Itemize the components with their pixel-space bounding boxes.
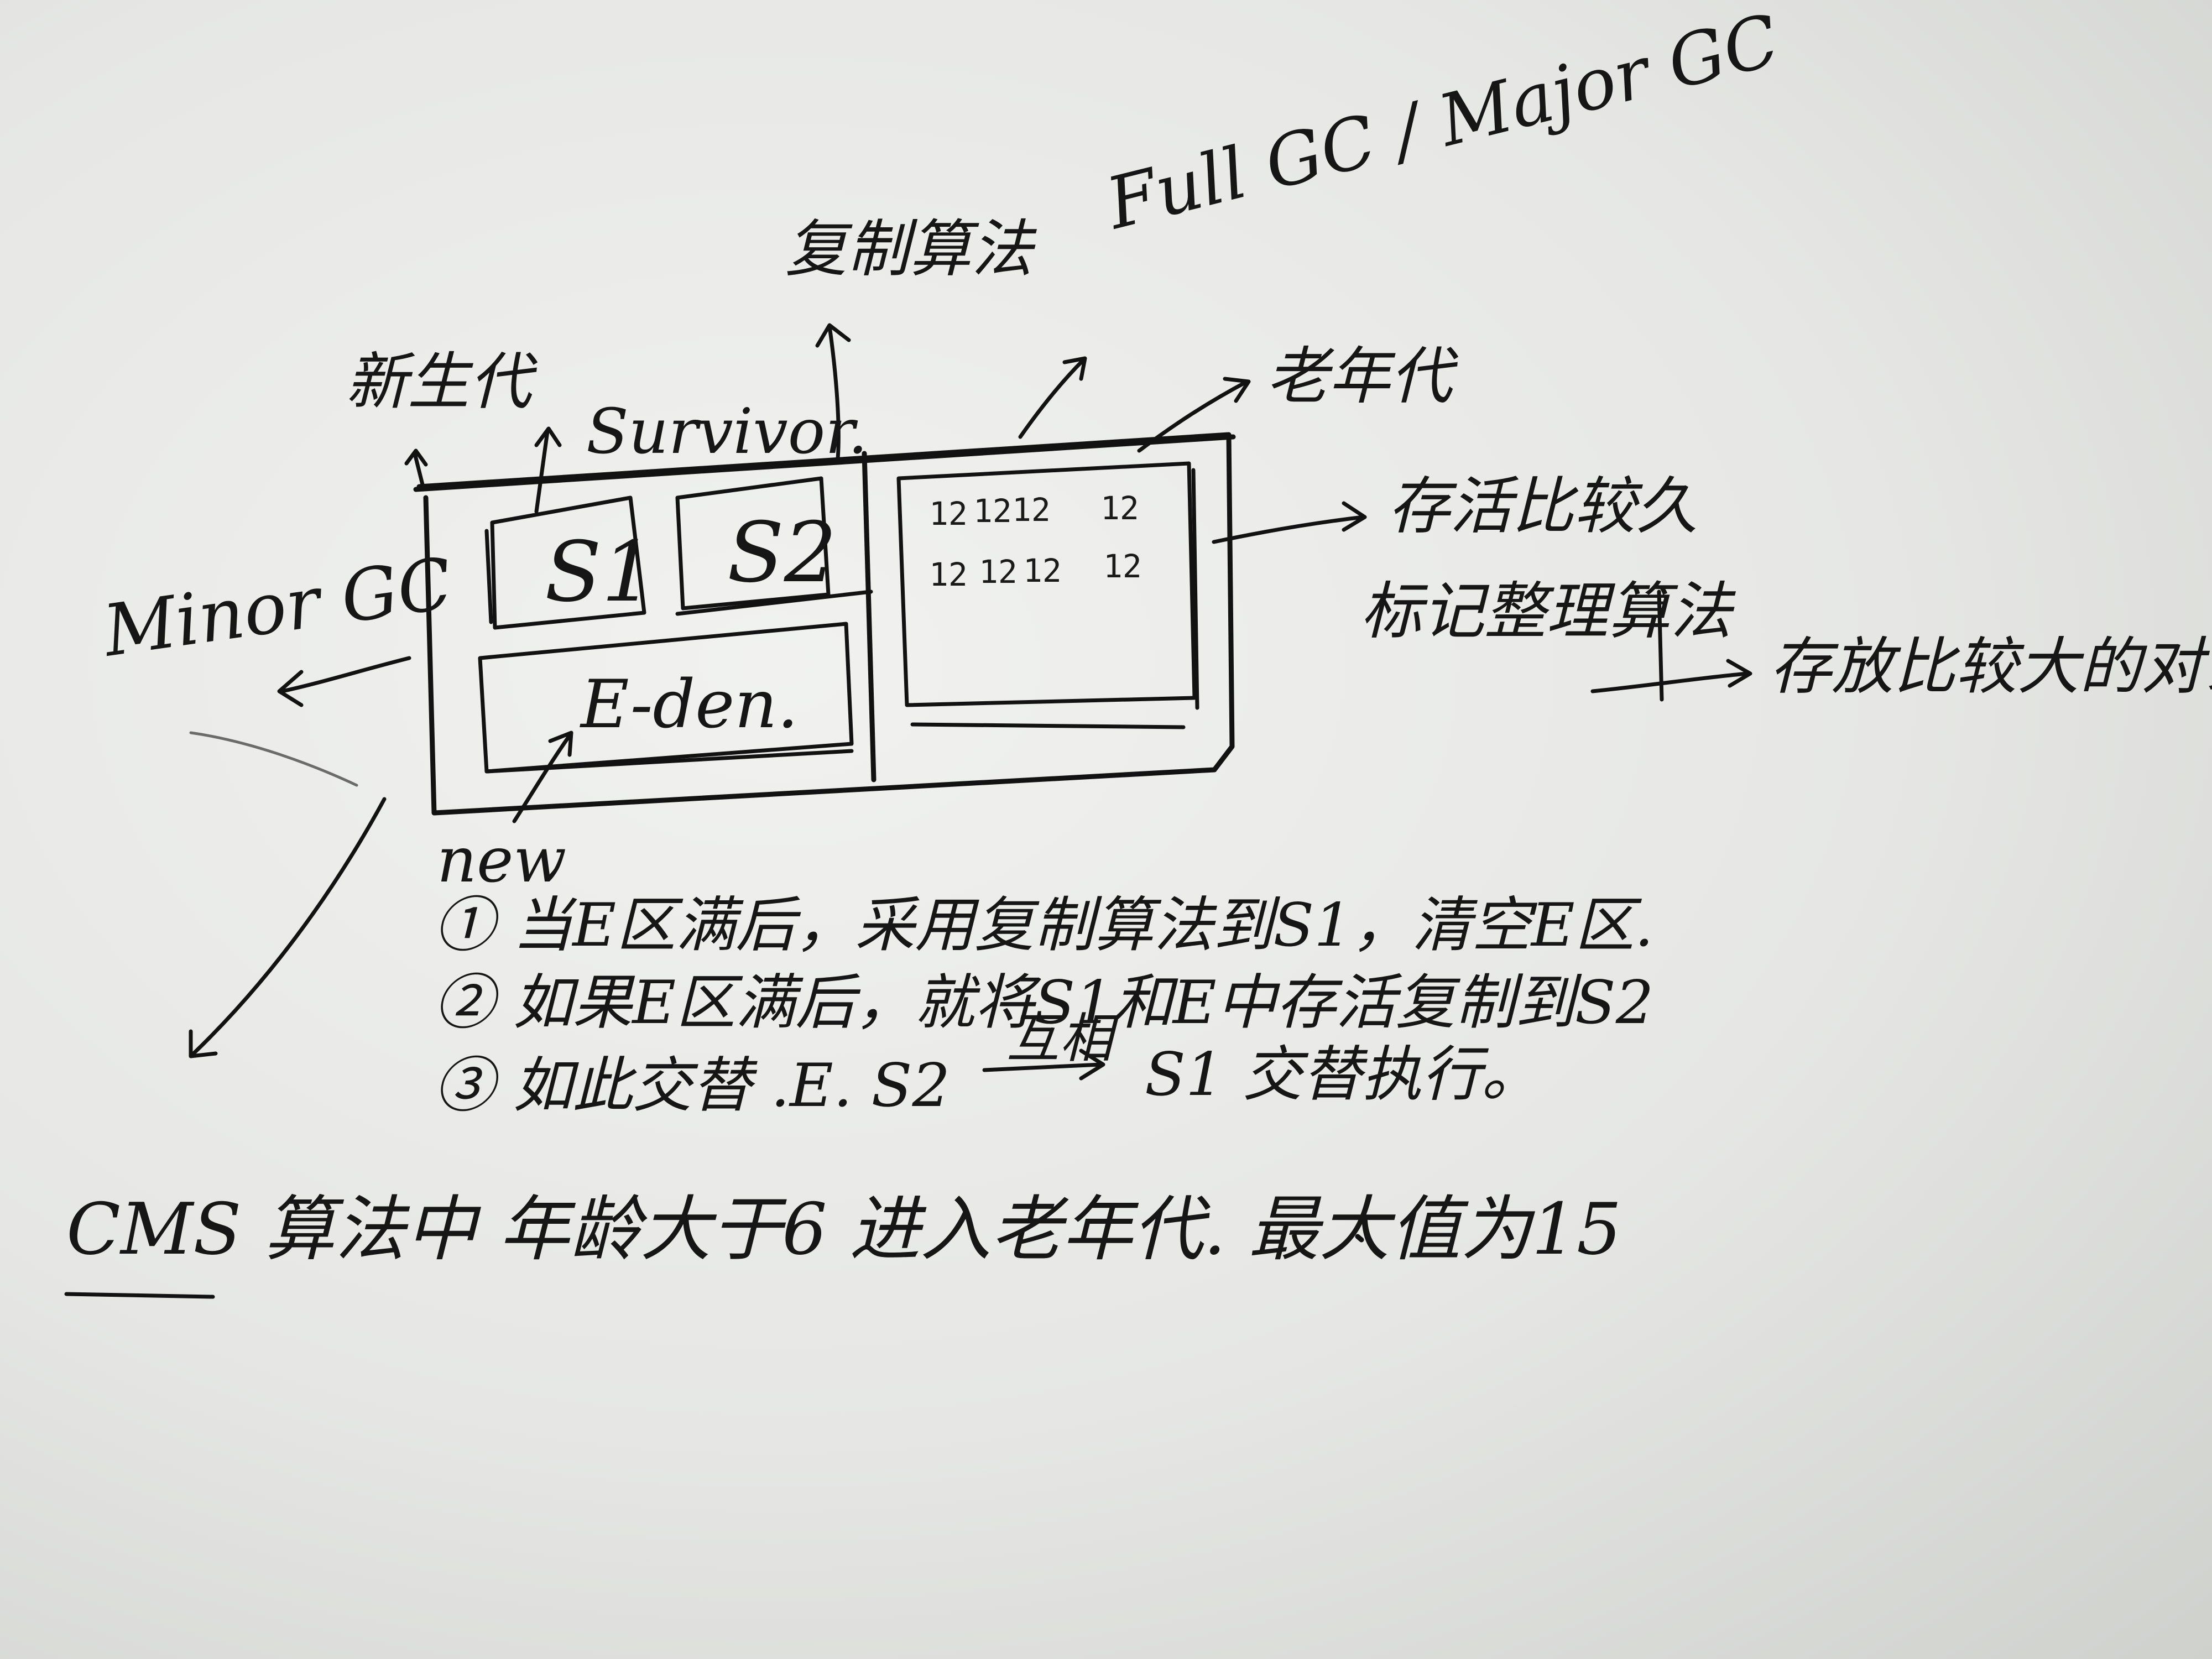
arrow-new (512, 731, 573, 823)
old-gen-mark: 12 (929, 495, 968, 533)
s2-box (675, 476, 831, 611)
generation-divider (862, 451, 877, 782)
arrow-fuzhi (815, 323, 851, 461)
arrow-biaoji-down (1657, 589, 1664, 702)
old-gen-mark: 12 (973, 492, 1012, 530)
arrow-down-left (189, 797, 387, 1058)
old-gen-box (896, 461, 1197, 707)
cms-underline (64, 1292, 215, 1299)
survivor-label: Survivor. (586, 396, 868, 468)
old-gen-mark: 12 (1012, 491, 1051, 529)
note-3-text: 如此交替 .E. S2 (513, 1051, 951, 1120)
new-label: new (437, 825, 567, 896)
heap-outer-frame (416, 432, 1235, 816)
s1-box (490, 495, 646, 630)
footer-period (1355, 1234, 1364, 1243)
s2-box-line (675, 589, 873, 616)
note-2: ② 如果E区满后，就将S1和E中存活复制到S2 (434, 973, 1653, 1033)
old-gen-box-inner (910, 722, 1186, 729)
arrow-survivor (534, 426, 562, 514)
pencil-mark (189, 731, 358, 787)
old-gen-mark: 12 (1103, 547, 1142, 585)
note-2-number: ② (434, 968, 494, 1037)
arrow-note3 (982, 1048, 1105, 1081)
old-gen-mark: 12 (929, 556, 968, 593)
old-gen-mark: 12 (1023, 552, 1062, 589)
arrow-cunfang (1590, 659, 1752, 693)
eden-label: E-den. (581, 666, 799, 743)
s1-label: S1 (545, 524, 655, 620)
arrow-cunhuo (1212, 501, 1367, 544)
note-1-number: ① (434, 891, 494, 960)
heap-outer-top-edge (413, 434, 1236, 492)
note-3-tail: S1 交替执行。 (1145, 1040, 1542, 1109)
young-gen-label: 新生代 (346, 346, 531, 418)
note-3-arrow-label: 互相 (1006, 1008, 1113, 1070)
eden-box-inner (484, 749, 854, 774)
eden-box (478, 622, 854, 774)
copy-algorithm-label: 复制算法 (785, 213, 1033, 285)
note-3: ③ 如此交替 .E. S2 (434, 1056, 950, 1116)
old-gen-box-side (1191, 468, 1199, 710)
note-3-number: ③ (434, 1051, 494, 1120)
old-gen-mark: 12 (979, 553, 1018, 591)
mark-compact-label: 标记整理算法 (1360, 576, 1732, 648)
footer-cms-note: CMS 算法中 年龄大于6 进入老年代. 最大值为15 (66, 1188, 1622, 1271)
note-2-text: 如果E区满后，就将S1和E中存活复制到S2 (513, 968, 1654, 1037)
note-1-text: 当E区满后，采用复制算法到S1，清空E区. (513, 891, 1654, 960)
old-gen-mark: 12 (1100, 489, 1139, 527)
note-1: ① 当E区满后，采用复制算法到S1，清空E区. (434, 896, 1653, 956)
arrow-fullgc (1018, 356, 1087, 439)
s2-label: S2 (727, 505, 837, 601)
large-objects-label: 存放比较大的对象 (1770, 631, 2212, 703)
arrow-laonian (1137, 377, 1251, 453)
old-gen-label: 老年代 (1266, 341, 1452, 413)
long-lived-label: 存活比较久 (1388, 471, 1698, 542)
arrow-xinshengdai (404, 448, 428, 489)
arrow-minorgc (277, 656, 411, 707)
s1-box-inner (484, 529, 493, 624)
